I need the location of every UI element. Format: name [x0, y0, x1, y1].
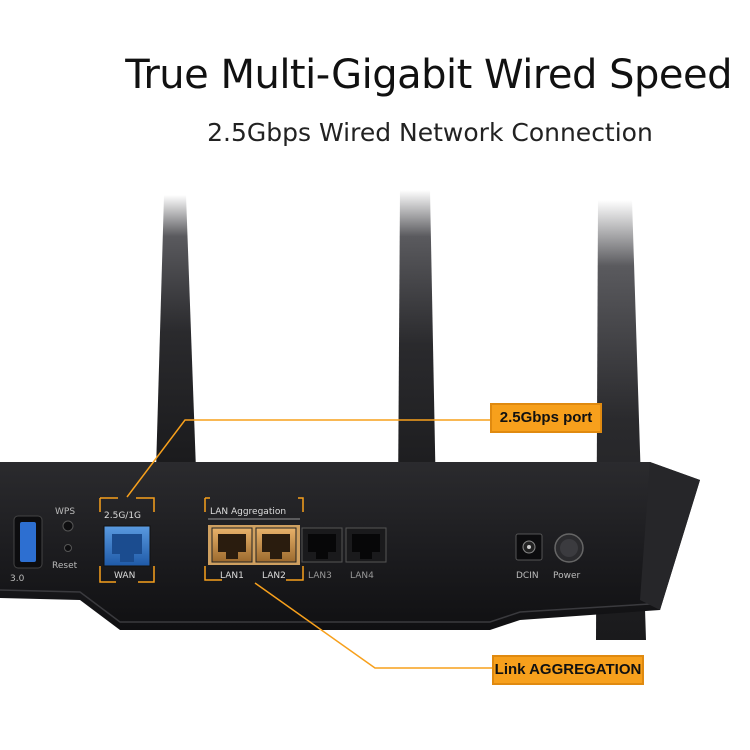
- reset-button: [64, 544, 72, 552]
- lan3-label: LAN3: [308, 571, 332, 581]
- aggregation-callout: Link AGGREGATION: [492, 655, 644, 685]
- power-label: Power: [553, 571, 581, 581]
- lan2-label: LAN2: [262, 571, 286, 581]
- wps-button: [62, 520, 74, 532]
- lan1-label: LAN1: [220, 571, 244, 581]
- reset-label: Reset: [52, 561, 78, 571]
- wan-label: WAN: [114, 571, 135, 581]
- headline: True Multi-Gigabit Wired Speed: [125, 52, 732, 98]
- dcin-label: DCIN: [516, 571, 539, 581]
- lan4-label: LAN4: [350, 571, 374, 581]
- wps-label: WPS: [55, 507, 75, 517]
- subheadline: 2.5Gbps Wired Network Connection: [207, 118, 653, 147]
- lan-aggregation-label: LAN Aggregation: [210, 507, 286, 517]
- wan-speed-label: 2.5G/1G: [104, 511, 141, 521]
- usb-label: 3.0: [10, 574, 25, 584]
- aggregation-callout-line: [254, 582, 492, 669]
- port-callout: 2.5Gbps port: [490, 403, 602, 433]
- antenna-left: [156, 195, 196, 470]
- antenna-middle: [398, 190, 436, 500]
- port-callout-line: [126, 419, 490, 498]
